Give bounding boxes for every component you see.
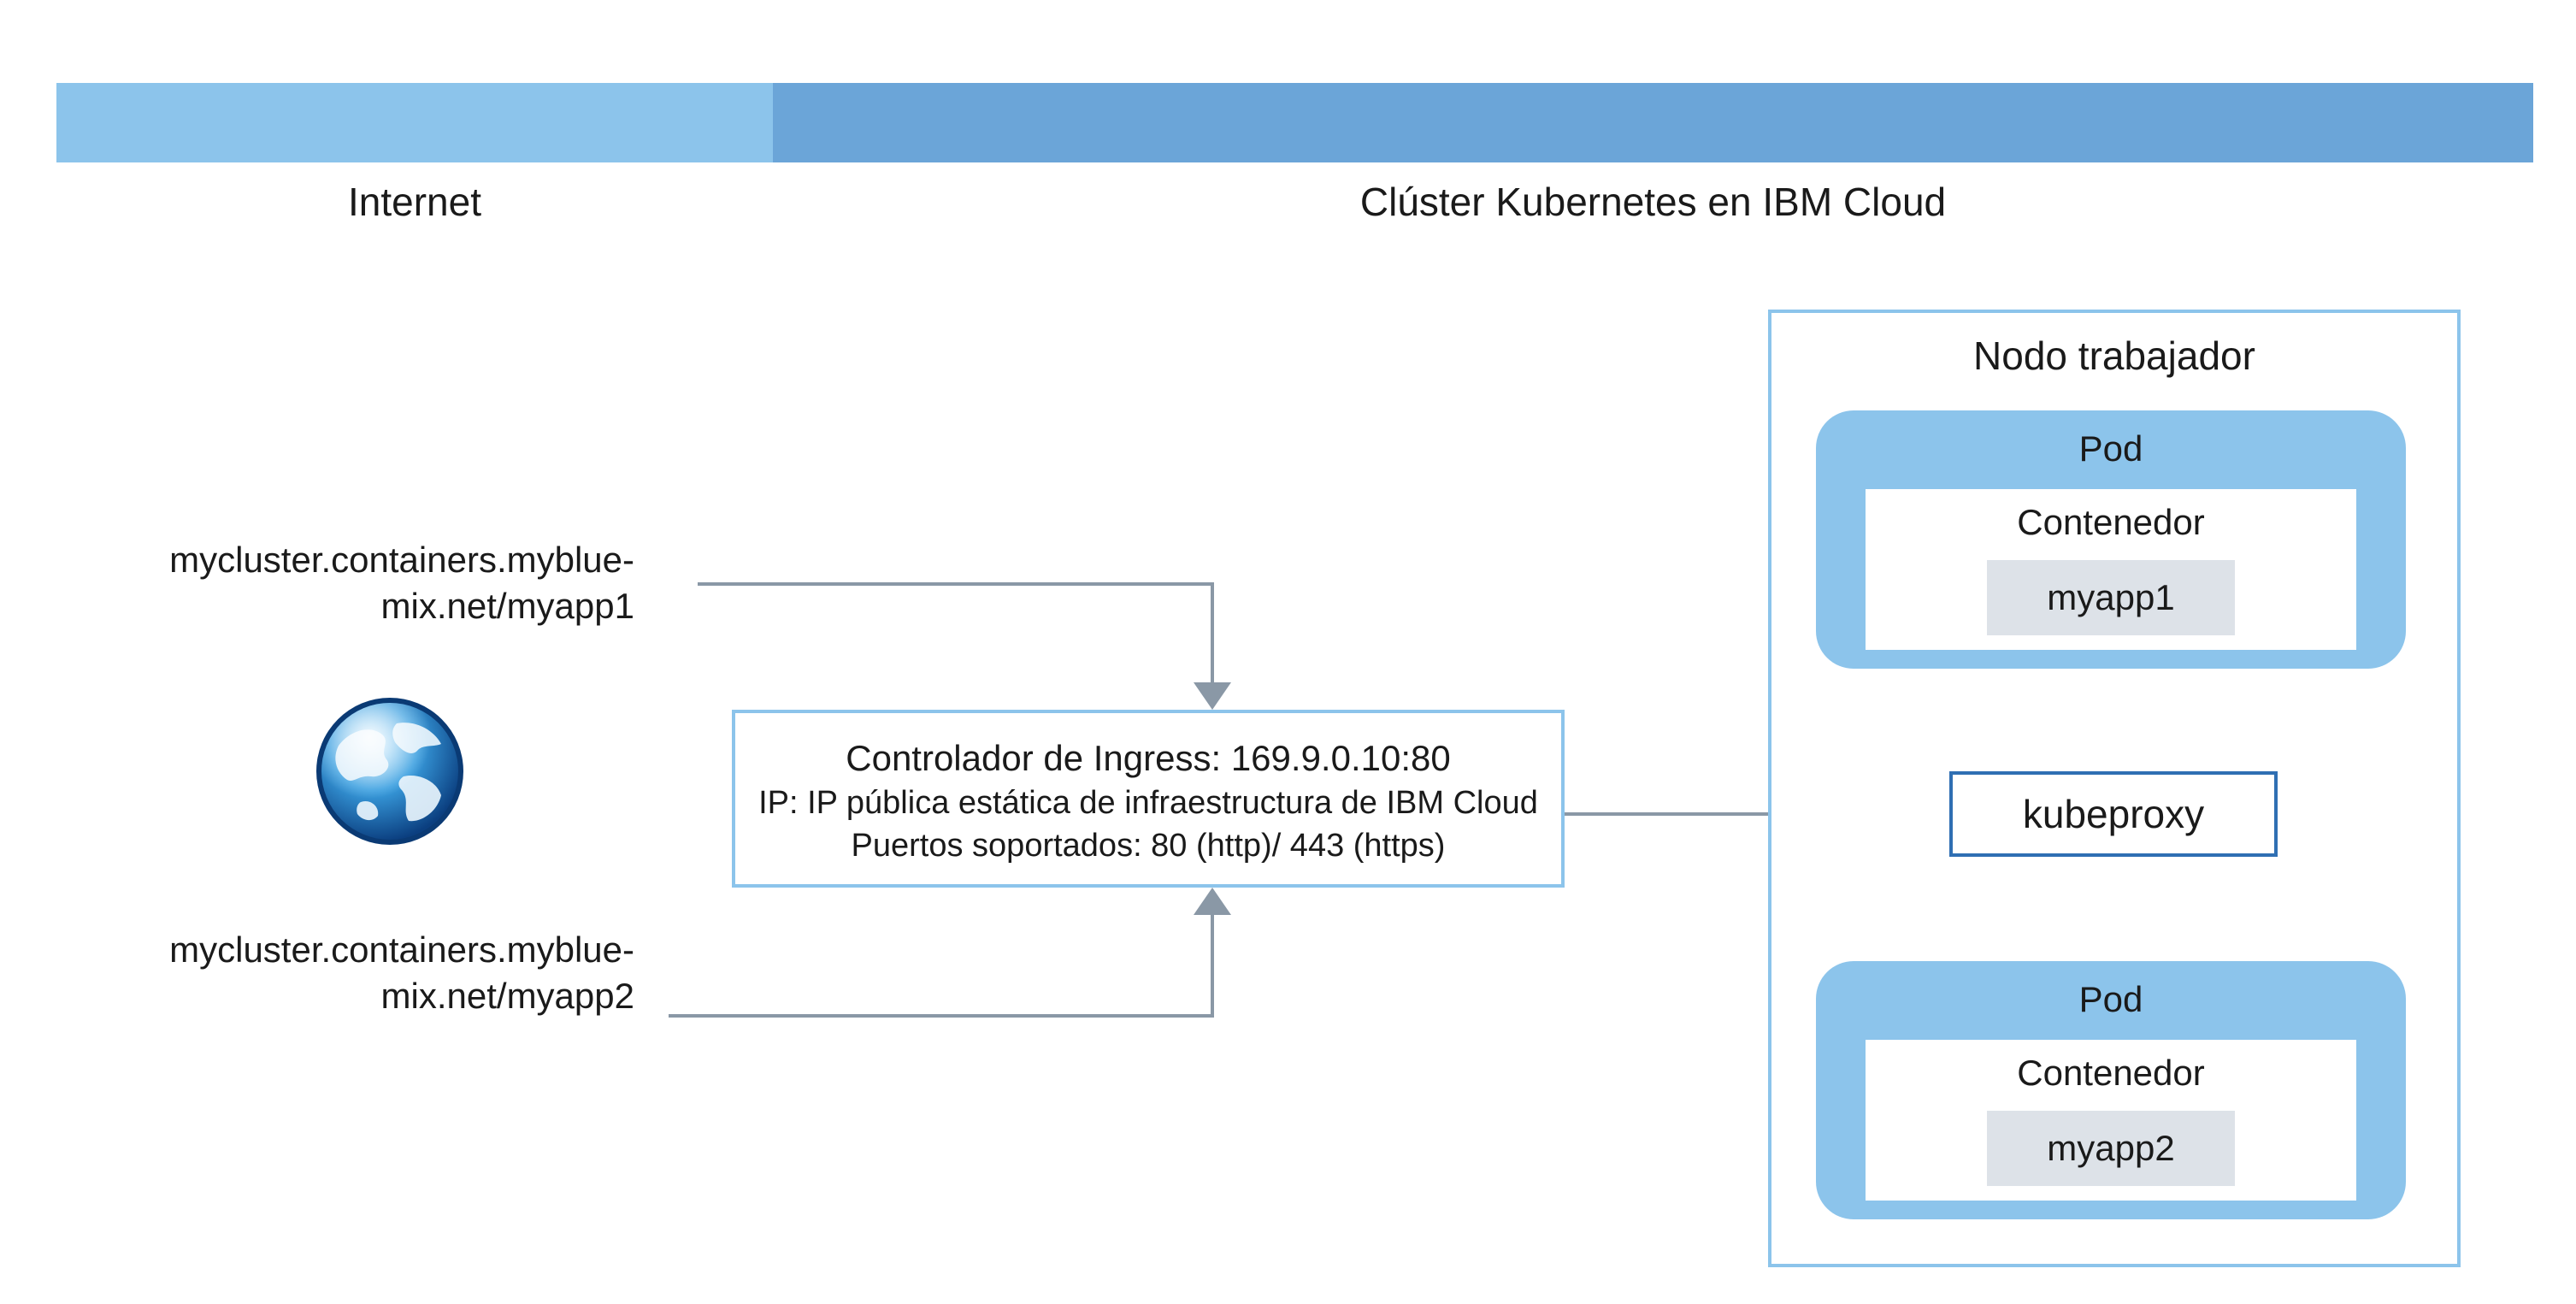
url-myapp2-line2: mix.net/myapp2 [380,976,634,1016]
url-myapp1-line2: mix.net/myapp1 [380,586,634,626]
internet-zone-label: Internet [348,180,481,224]
ingress-ports: Puertos soportados: 80 (http)/ 443 (http… [851,828,1446,864]
url1-to-ingress-line [698,582,1214,684]
app-myapp1: myapp1 [1987,560,2235,635]
url2-to-ingress-line [669,913,1214,1018]
pod-1-label: Pod [2078,428,2143,469]
worker-node-title: Nodo trabajador [1973,333,2255,378]
url-myapp2-line1: mycluster.containers.myblue- [169,929,634,970]
pod-2-label: Pod [2078,979,2143,1019]
internet-zone-bar [56,83,773,162]
ingress-controller-box: Controlador de Ingress: 169.9.0.10:80 IP… [732,710,1565,888]
ingress-title: Controlador de Ingress: 169.9.0.10:80 [846,738,1451,778]
app-myapp2: myapp2 [1987,1111,2235,1186]
url-myapp1-line1: mycluster.containers.myblue- [169,540,634,580]
arrow-down-to-ingress [1194,682,1231,710]
kubeproxy-box: kubeproxy [1949,771,2278,857]
globe-icon [316,698,463,845]
cluster-zone-label: Clúster Kubernetes en IBM Cloud [1359,180,1947,224]
url-myapp2: mycluster.containers.myblue- mix.net/mya… [87,927,634,1019]
arrow-up-to-ingress [1194,888,1231,915]
ingress-ip: IP: IP pública estática de infraestructu… [758,785,1538,821]
container-1-label: Contenedor [2017,502,2205,542]
cluster-zone-bar [773,83,2533,162]
container-2-label: Contenedor [2017,1053,2205,1093]
url-myapp1: mycluster.containers.myblue- mix.net/mya… [87,537,634,629]
